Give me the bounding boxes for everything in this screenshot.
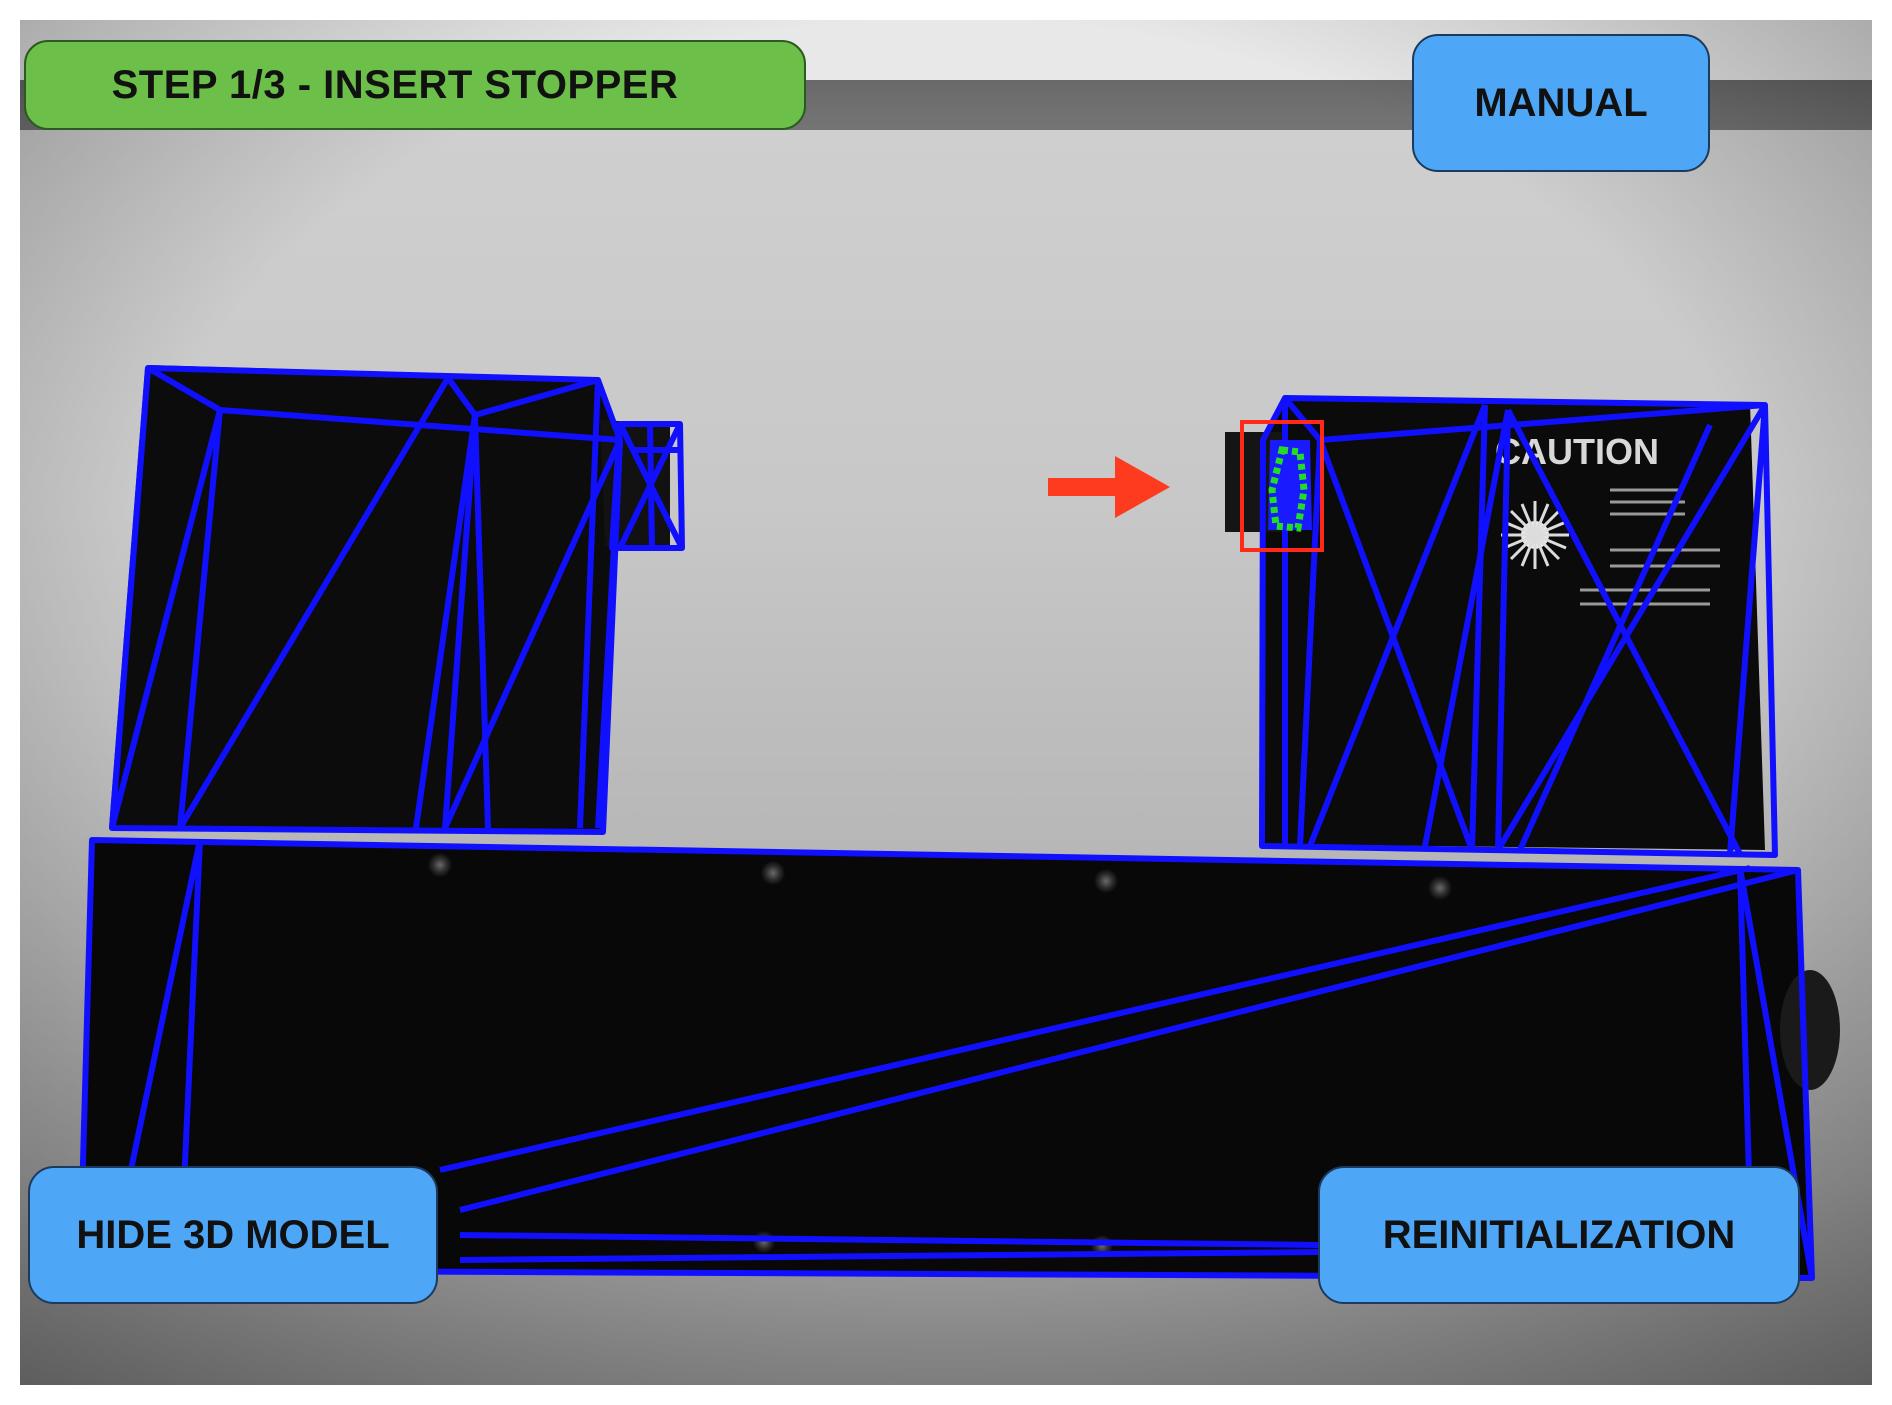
- reinitialization-button[interactable]: REINITIALIZATION: [1318, 1166, 1800, 1304]
- hide-3d-model-button-label: HIDE 3D MODEL: [76, 1212, 390, 1257]
- camera-view: CAUTION: [20, 20, 1872, 1385]
- reinitialization-button-label: REINITIALIZATION: [1382, 1212, 1736, 1257]
- laser-warning-icon: [1501, 501, 1569, 569]
- manual-button-label: MANUAL: [1474, 80, 1648, 125]
- step-banner: STEP 1/3 - INSERT STOPPER: [24, 40, 806, 130]
- manual-button[interactable]: MANUAL: [1412, 34, 1710, 172]
- hide-3d-model-button[interactable]: HIDE 3D MODEL: [28, 1166, 438, 1304]
- step-banner-label: STEP 1/3 - INSERT STOPPER: [111, 62, 679, 107]
- target-highlight-box: [1240, 420, 1324, 552]
- stopper-contour: [1268, 446, 1308, 532]
- wireframe-model: [77, 365, 1815, 1281]
- stopper-target: [1240, 420, 1324, 552]
- arrow-right-icon: [1048, 456, 1170, 518]
